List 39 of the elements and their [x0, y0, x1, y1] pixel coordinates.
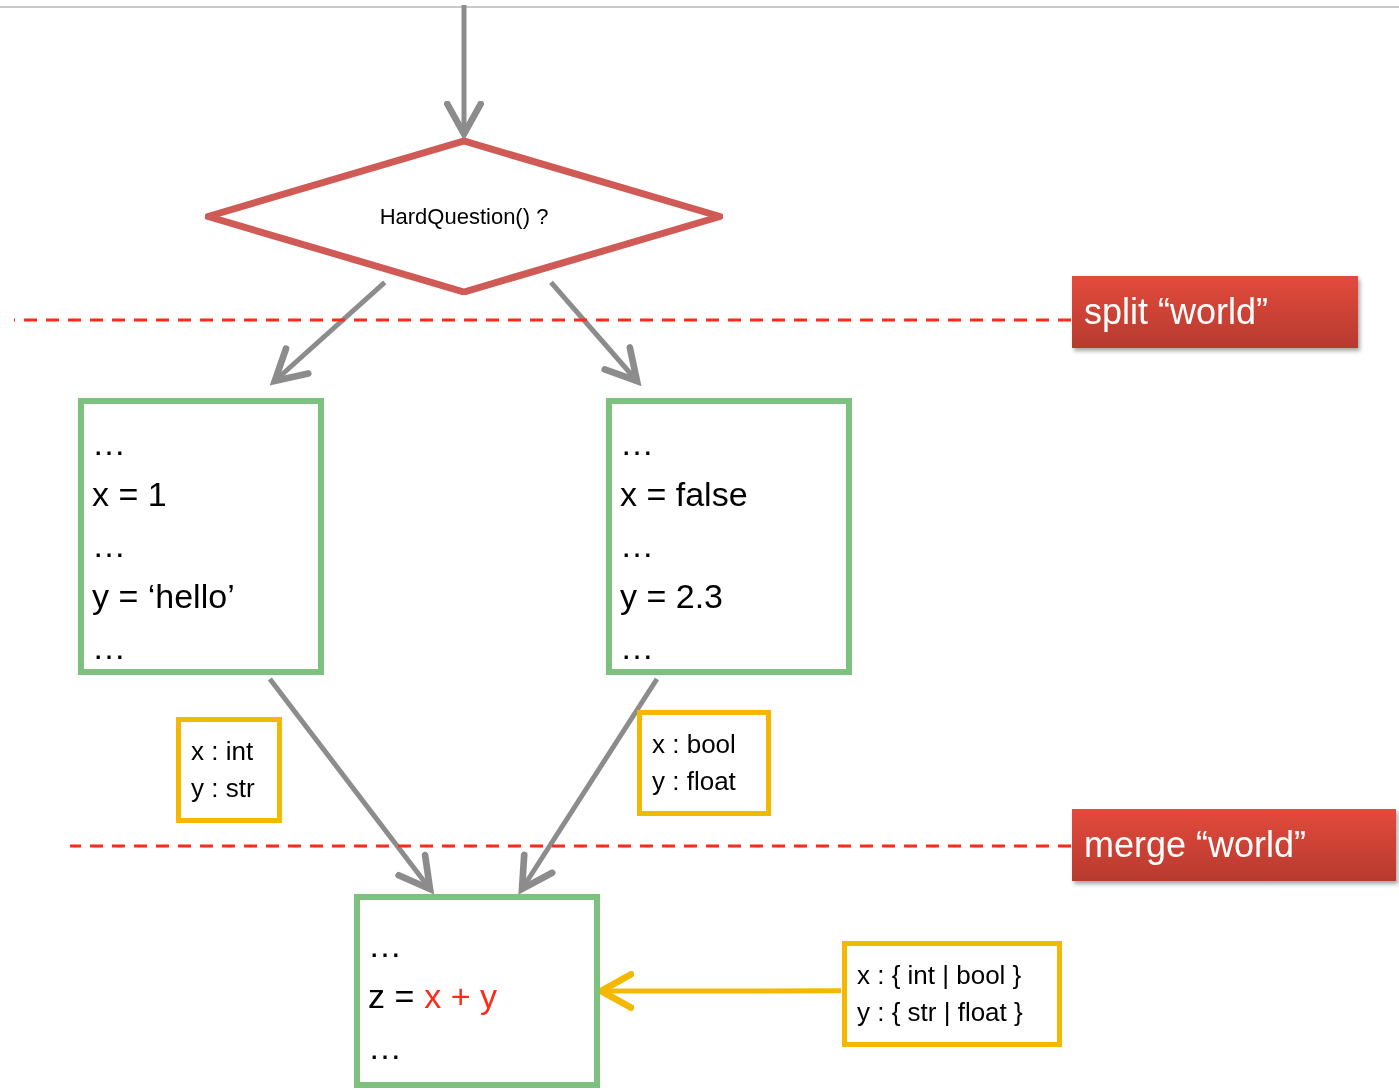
arrow — [267, 677, 434, 893]
decision-diamond — [205, 138, 723, 295]
code-line: z = — [368, 976, 415, 1017]
code-line: x = false — [620, 474, 748, 515]
code-line: x = 1 — [92, 474, 167, 515]
code-line: … — [620, 423, 654, 464]
condition-text: HardQuestion() ? — [379, 203, 549, 231]
type-box — [176, 717, 282, 823]
arrow — [444, 5, 484, 138]
arrow — [271, 280, 387, 385]
type-annotation: y : str — [191, 772, 255, 805]
code-line: y = ‘hello’ — [92, 576, 235, 617]
type-annotation: x : int — [191, 735, 254, 768]
label-banner — [1072, 809, 1396, 881]
banner-text: split “world” — [1084, 290, 1269, 334]
code-line: … — [92, 627, 126, 668]
code-line: … — [368, 925, 402, 966]
type-annotation: x : bool — [652, 728, 736, 761]
code-line: … — [92, 525, 126, 566]
type-annotation: y : { str | float } — [857, 996, 1023, 1029]
code-block — [354, 894, 600, 1088]
highlighted-expression: x + y — [424, 976, 498, 1017]
type-annotation: y : float — [652, 765, 736, 798]
dashed-divider-line — [70, 844, 1071, 848]
code-block — [78, 398, 324, 675]
code-line: y = 2.3 — [620, 576, 723, 617]
dashed-divider-line — [14, 318, 1071, 322]
arrow — [518, 677, 660, 893]
code-line: … — [92, 423, 126, 464]
type-box — [842, 941, 1062, 1047]
code-line: … — [620, 525, 654, 566]
label-banner — [1072, 276, 1358, 348]
banner-text: merge “world” — [1084, 823, 1307, 867]
code-line: … — [368, 1027, 402, 1068]
type-annotation: x : { int | bool } — [857, 959, 1022, 992]
arrow — [549, 280, 641, 385]
code-line: … — [620, 627, 654, 668]
type-box — [637, 710, 771, 816]
code-block — [606, 398, 852, 675]
